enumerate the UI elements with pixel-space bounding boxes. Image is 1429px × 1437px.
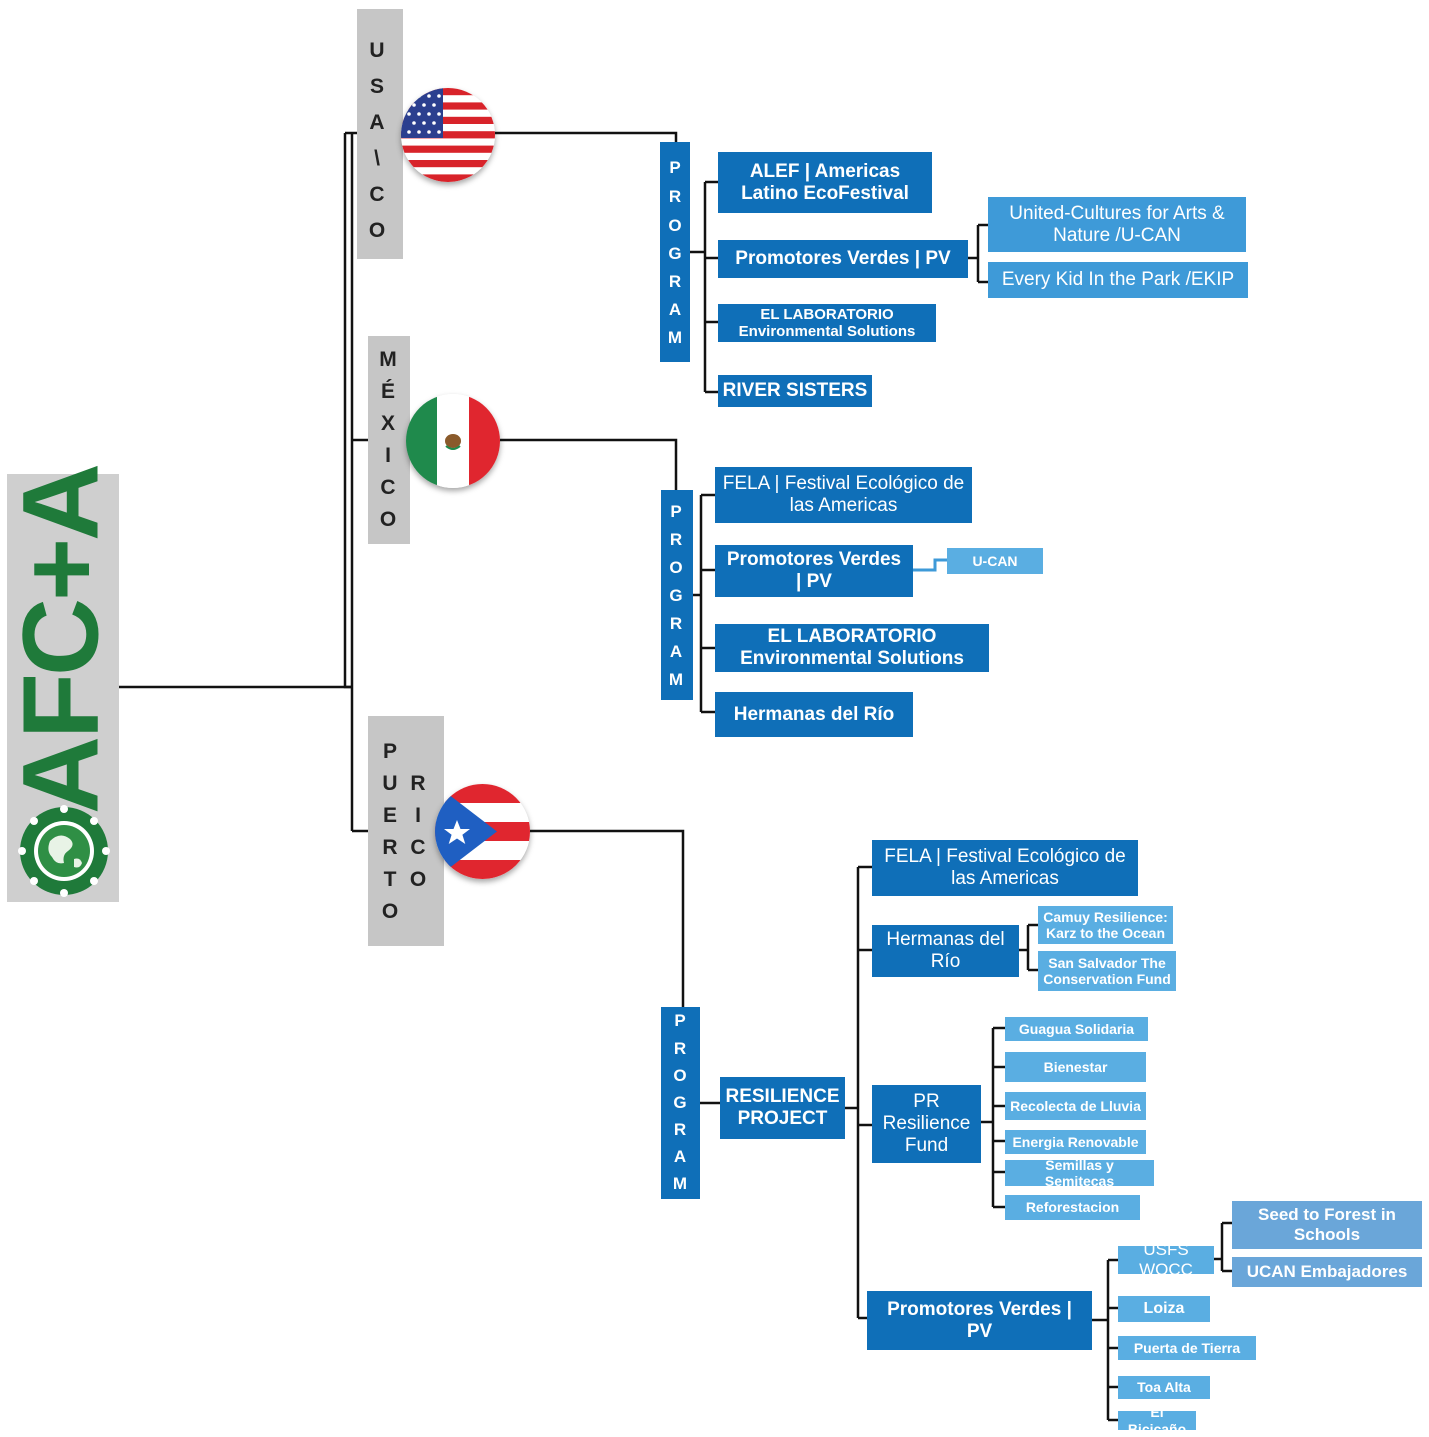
program-letter: R — [673, 1039, 687, 1058]
region-letter: I — [415, 804, 421, 827]
program-letter: P — [674, 1011, 686, 1030]
region-label-mexico: M É X I C O — [368, 336, 410, 544]
region-letter: U — [369, 39, 385, 62]
pr-fela-box: FELA | Festival Ecológico de las America… — [872, 840, 1138, 896]
region-letter: M — [379, 348, 397, 371]
program-letter: A — [668, 300, 682, 319]
program-letter: A — [673, 1147, 687, 1166]
afca-logo-text: AFC+A — [0, 465, 121, 815]
region-letter: É — [380, 380, 395, 403]
region-letter: R — [382, 836, 398, 859]
program-letter: O — [673, 1066, 687, 1085]
mexico-lab-box: EL LABORATORIO Environmental Solutions — [715, 624, 989, 672]
mexico-ucan-box: U-CAN — [947, 548, 1043, 574]
region-letter: C — [410, 836, 426, 859]
pr-hermanas-box: Hermanas del Río — [872, 925, 1019, 977]
region-letter: X — [380, 412, 395, 435]
pr-fund-item: Semillas y Semitecas — [1005, 1157, 1154, 1189]
pr-fund-item: Bienestar — [1005, 1052, 1146, 1082]
program-letter: P — [669, 158, 681, 177]
program-letter: G — [668, 244, 682, 263]
usa-pv-box: Promotores Verdes | PV — [718, 240, 968, 278]
mexico-pv-box: Promotores Verdes | PV — [715, 545, 913, 597]
pr-sansalvador-box: San Salvador The Conservation Fund — [1038, 951, 1176, 991]
region-letter: R — [410, 772, 426, 795]
program-letter: G — [673, 1093, 687, 1112]
program-letter: M — [672, 1174, 688, 1193]
pr-pv-item: El Bicicaño — [1118, 1404, 1196, 1437]
region-letter: P — [382, 740, 397, 763]
program-bar-usa: P R O G R A M — [660, 142, 690, 362]
program-letter: O — [669, 558, 683, 577]
program-letter: A — [669, 642, 683, 661]
pr-ucan-embajadores-box: UCAN Embajadores — [1232, 1257, 1422, 1287]
program-letter: R — [669, 614, 683, 633]
mexico-fela-box: FELA | Festival Ecológico de las America… — [715, 467, 972, 523]
region-letter: U — [382, 772, 398, 795]
region-letter: O — [381, 900, 399, 923]
pr-pv-item: Toa Alta — [1118, 1376, 1210, 1399]
region-letter: C — [369, 183, 385, 206]
mexico-hermanas-box: Hermanas del Río — [715, 692, 913, 737]
pr-usfs-box: USFS WOCC — [1118, 1240, 1214, 1279]
pr-pv-item: Loiza — [1118, 1296, 1210, 1322]
usa-ekip-box: Every Kid In the Park /EKIP — [988, 262, 1248, 298]
pr-pv-item: Puerta de Tierra — [1118, 1336, 1256, 1360]
usa-lab-box: EL LABORATORIO Environmental Solutions — [718, 304, 936, 342]
pr-camuy-box: Camuy Resilience: Karz to the Ocean — [1038, 906, 1173, 944]
pr-fund-item: Reforestacion — [1005, 1195, 1140, 1220]
program-letter: R — [673, 1120, 687, 1139]
region-label-puerto-rico: P U E R T O R I C O — [368, 716, 444, 946]
usa-ucan-box: United-Cultures for Arts & Nature /U-CAN — [988, 197, 1246, 252]
region-letter: O — [409, 868, 427, 891]
pr-resilience-fund-box: PR Resilience Fund — [872, 1085, 981, 1163]
usa-alef-box: ALEF | Americas Latino EcoFestival — [718, 152, 932, 213]
pr-fund-item: Energia Renovable — [1005, 1130, 1146, 1154]
program-bar-puerto-rico: P R O G R A M — [661, 1007, 700, 1199]
pr-resilience-project-box: RESILIENCE PROJECT — [720, 1077, 845, 1139]
usa-flag-icon — [401, 88, 495, 182]
region-letter: \ — [374, 147, 380, 170]
program-letter: M — [667, 328, 683, 347]
program-letter: P — [670, 502, 682, 521]
region-letter: C — [380, 476, 396, 499]
pr-pv-box: Promotores Verdes | PV — [867, 1291, 1092, 1350]
region-letter: O — [379, 508, 397, 531]
usa-river-sisters-box: RIVER SISTERS — [718, 375, 872, 407]
pr-seed-box: Seed to Forest in Schools — [1232, 1201, 1422, 1249]
region-label-usa: U S A \ C O — [357, 9, 403, 259]
program-bar-mexico: P R O G R A M — [661, 490, 693, 700]
pr-fund-item: Guagua Solidaria — [1005, 1017, 1148, 1041]
program-letter: O — [668, 216, 682, 235]
region-letter: S — [369, 75, 384, 98]
globe-gear-icon — [18, 805, 110, 897]
program-letter: R — [669, 530, 683, 549]
region-letter: I — [385, 444, 391, 467]
program-letter: R — [668, 272, 682, 291]
puerto-rico-flag-icon — [435, 784, 530, 879]
region-letter: T — [383, 868, 397, 891]
program-letter: R — [668, 187, 682, 206]
program-letter: M — [668, 670, 684, 689]
region-letter: O — [368, 219, 386, 242]
program-letter: G — [669, 586, 683, 605]
region-letter: A — [369, 111, 385, 134]
mexico-flag-icon — [406, 394, 500, 488]
pr-fund-item: Recolecta de Lluvia — [1005, 1092, 1146, 1120]
region-letter: E — [382, 804, 397, 827]
